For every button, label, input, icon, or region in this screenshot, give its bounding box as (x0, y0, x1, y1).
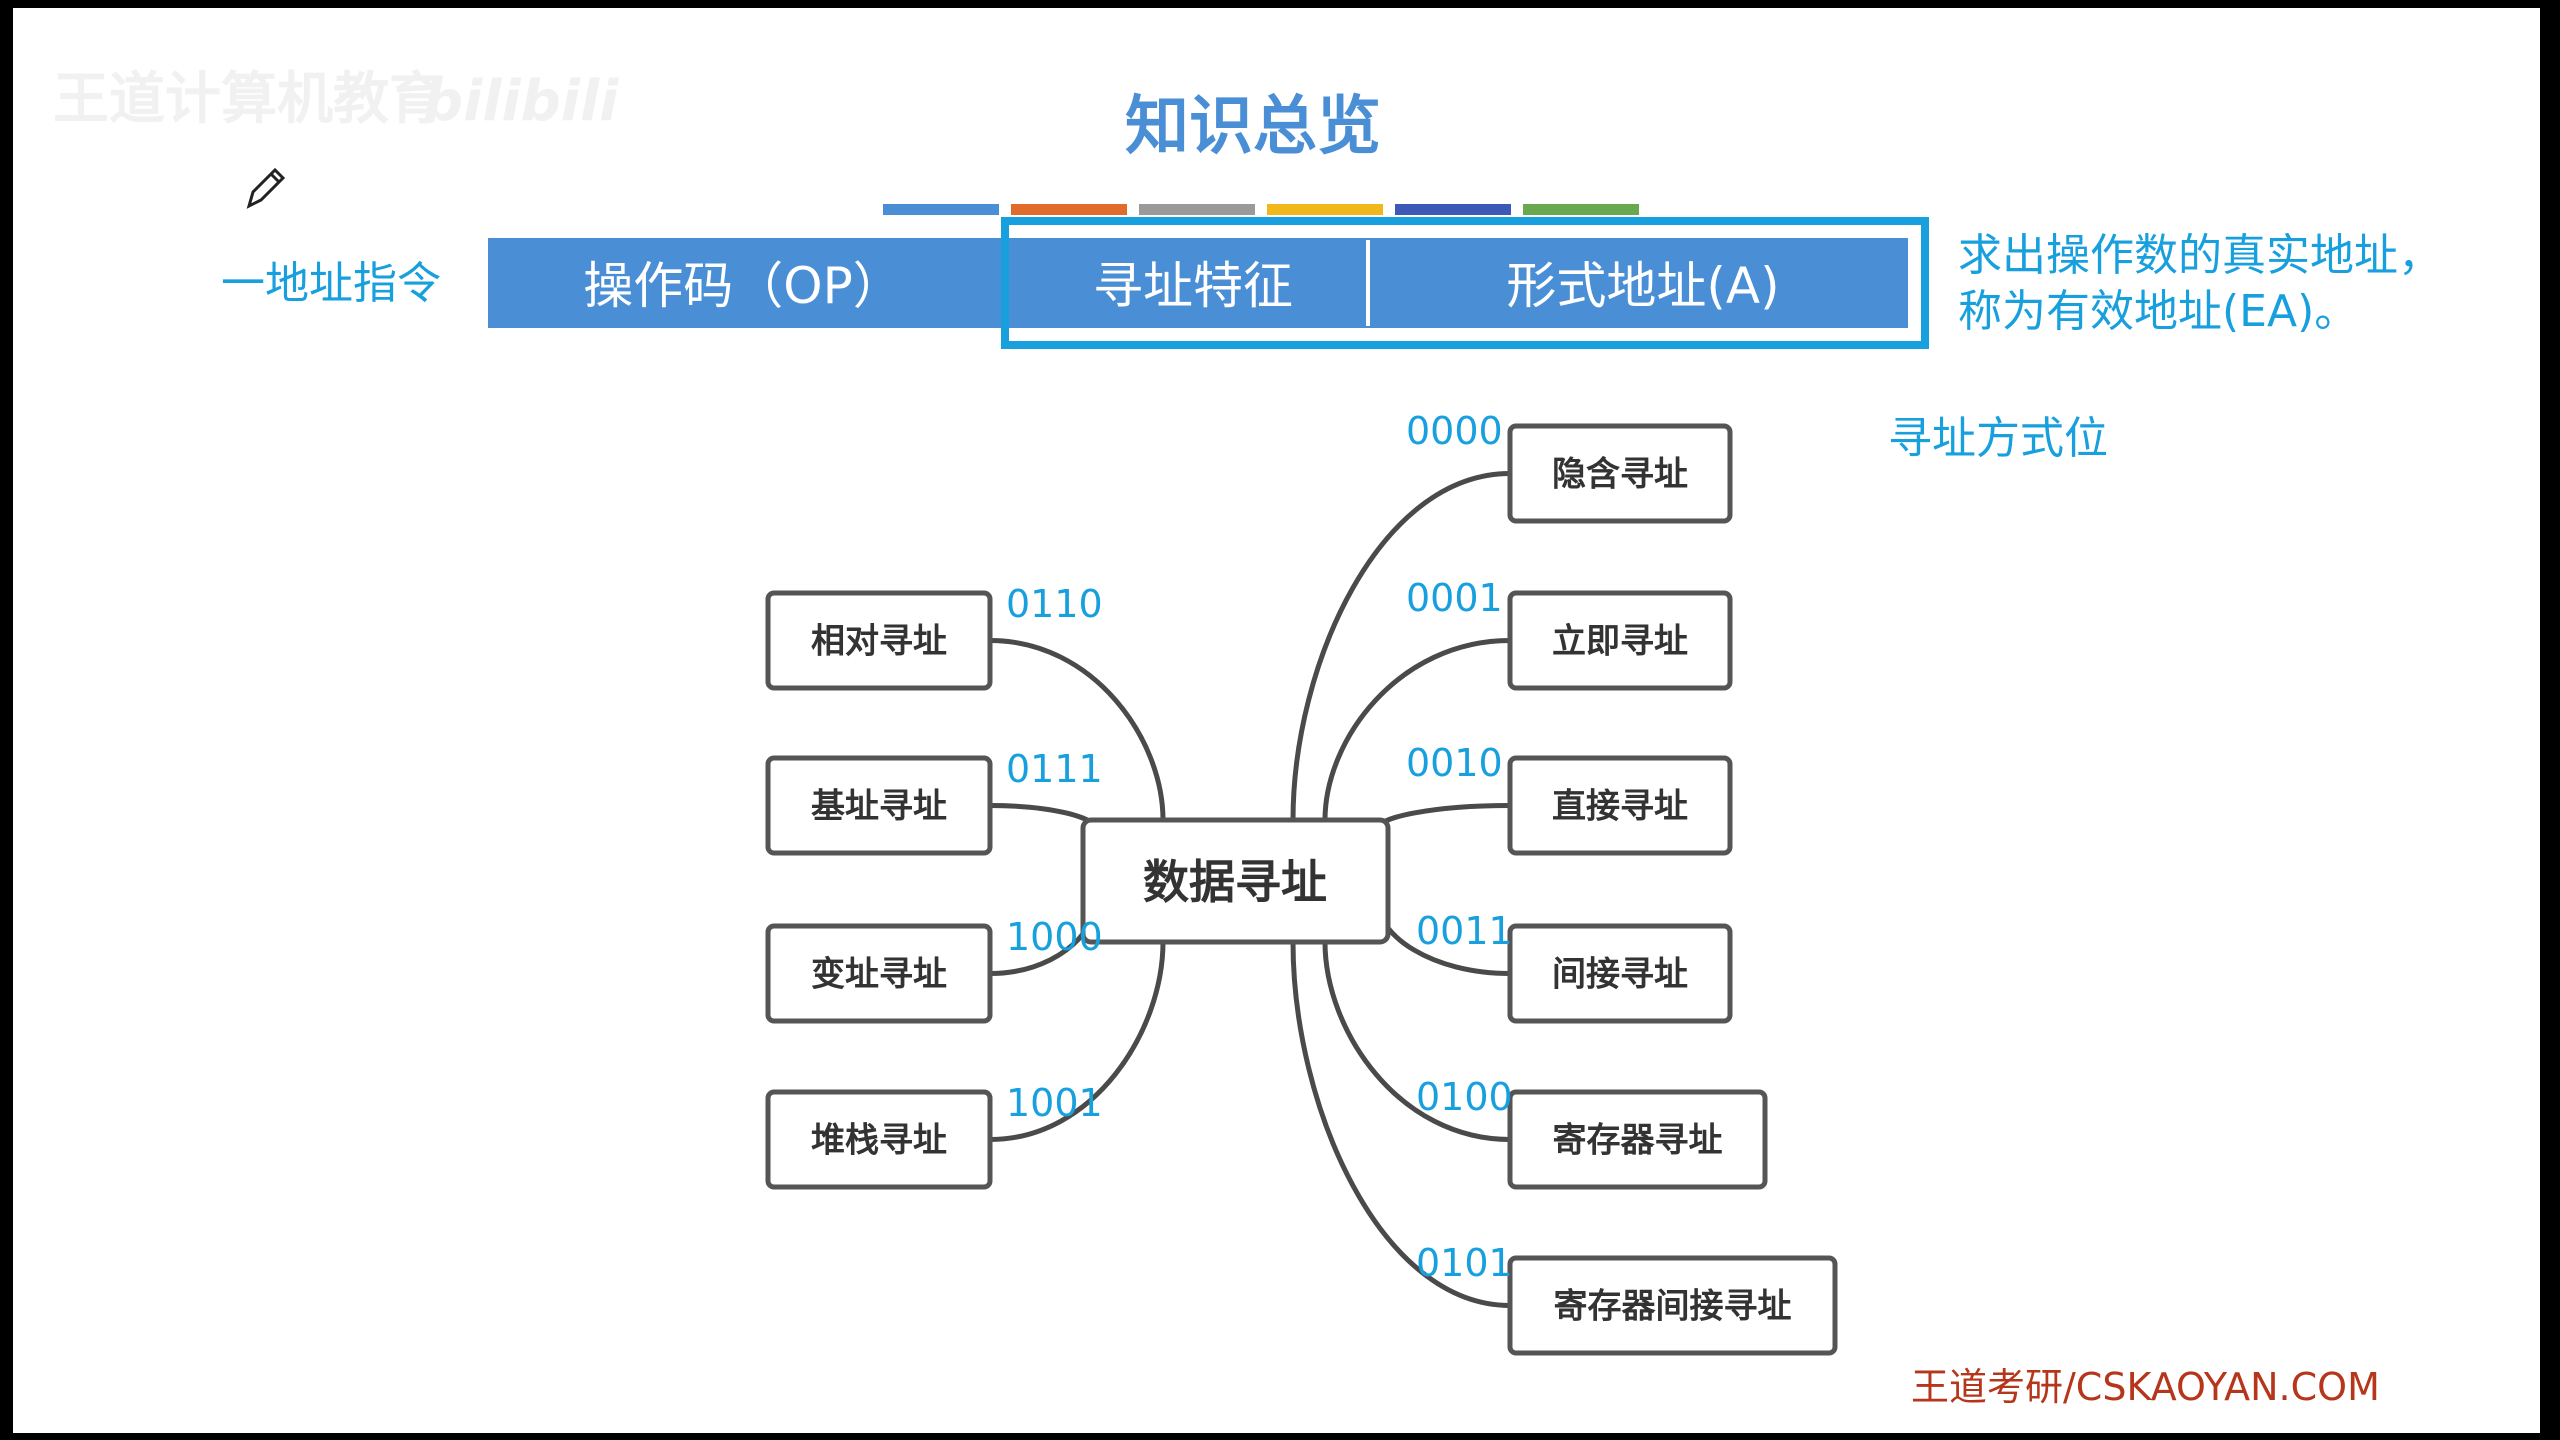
mindmap-edge (1290, 471, 1511, 821)
ea-note-line2: 称为有效地址(EA)。 (1958, 286, 2358, 337)
watermark-text: 王道计算机教育 (53, 67, 445, 132)
color-strip-segment (1267, 204, 1383, 215)
mindmap-edge (989, 941, 1166, 1142)
mode-code-label: 0101 (1416, 1241, 1513, 1285)
color-strip-segment (1395, 204, 1511, 215)
mode-node-box (765, 1089, 993, 1190)
center-node-label: 数据寻址 (1143, 855, 1327, 909)
mode-code-label: 0000 (1406, 409, 1503, 453)
color-strip-segment (1523, 204, 1639, 215)
formal-addr-field: 形式地址(A) (1506, 257, 1779, 315)
mode-code-label: 1000 (1006, 915, 1103, 959)
slide: 王道计算机教育 bilibili 知识总览 一地址指令 操作码（OP） 寻址特征… (13, 8, 2540, 1433)
mode-node-box (1507, 1255, 1838, 1356)
mode-node-label: 立即寻址 (1552, 622, 1688, 662)
color-strip-segment (883, 204, 999, 215)
mode-node-box (1507, 1089, 1768, 1190)
center-node: 数据寻址 (1080, 817, 1391, 945)
opcode-field: 操作码（OP） (583, 257, 903, 315)
mindmap-edges (989, 471, 1511, 1308)
footer-credit: 王道考研/CSKAOYAN.COM (1911, 1365, 2380, 1409)
mode-code-label: 0001 (1406, 576, 1503, 620)
mode-code-label: 0110 (1006, 582, 1103, 626)
mode-node-box (1507, 590, 1733, 691)
mode-node-label: 基址寻址 (811, 787, 947, 827)
mindmap-edge (989, 803, 1098, 829)
mode-node-label: 寄存器间接寻址 (1554, 1287, 1792, 1327)
addr-feature-field: 寻址特征 (1093, 257, 1293, 315)
mode-node-box (765, 755, 993, 856)
mode-node-box (765, 923, 993, 1024)
mode-node-label: 相对寻址 (811, 622, 947, 662)
mindmap-edge (1375, 803, 1511, 829)
mindmap-nodes: 相对寻址 0110 基址寻址 0111 变址寻址 1000 堆栈寻址 1001 隐含寻址 0000… (765, 409, 1838, 1356)
mode-code-label: 0010 (1406, 741, 1503, 785)
mindmap-edge (1322, 638, 1511, 821)
center-node-box (1080, 817, 1391, 945)
mode-code-label: 0011 (1416, 909, 1513, 953)
mode-node-label: 寄存器寻址 (1553, 1121, 1723, 1161)
mode-bits-label: 寻址方式位 (1888, 413, 2108, 464)
mode-code-label: 0100 (1416, 1075, 1513, 1119)
mode-node-box (1507, 923, 1733, 1024)
mindmap-edge (1290, 941, 1511, 1308)
mindmap-edge (989, 638, 1166, 821)
mode-node-box (1507, 423, 1733, 524)
mode-node-box (1507, 755, 1733, 856)
ea-highlight-box (1001, 217, 1929, 349)
ea-note-line1: 求出操作数的真实地址， (1958, 230, 2442, 281)
page-title: 知识总览 (1125, 90, 1381, 164)
mode-node-box (765, 590, 993, 691)
instruction-bar (488, 238, 1908, 328)
mode-node-label: 直接寻址 (1552, 787, 1688, 827)
mode-node-label: 隐含寻址 (1552, 455, 1688, 495)
mode-node-label: 堆栈寻址 (811, 1121, 947, 1161)
color-strip-segment (1011, 204, 1127, 215)
color-strip-segment (1139, 204, 1255, 215)
mode-code-label: 1001 (1006, 1081, 1103, 1125)
instruction-label: 一地址指令 (221, 258, 441, 309)
diagram-canvas: 王道计算机教育 bilibili 知识总览 一地址指令 操作码（OP） 寻址特征… (53, 67, 2442, 1409)
color-strip (883, 204, 1639, 215)
mode-code-label: 0111 (1006, 747, 1103, 791)
mindmap-edge (1322, 941, 1511, 1142)
pencil-icon[interactable] (246, 167, 286, 209)
mode-node-label: 变址寻址 (811, 955, 947, 995)
watermark-brand: bilibili (423, 69, 619, 134)
mode-node-label: 间接寻址 (1552, 955, 1688, 995)
